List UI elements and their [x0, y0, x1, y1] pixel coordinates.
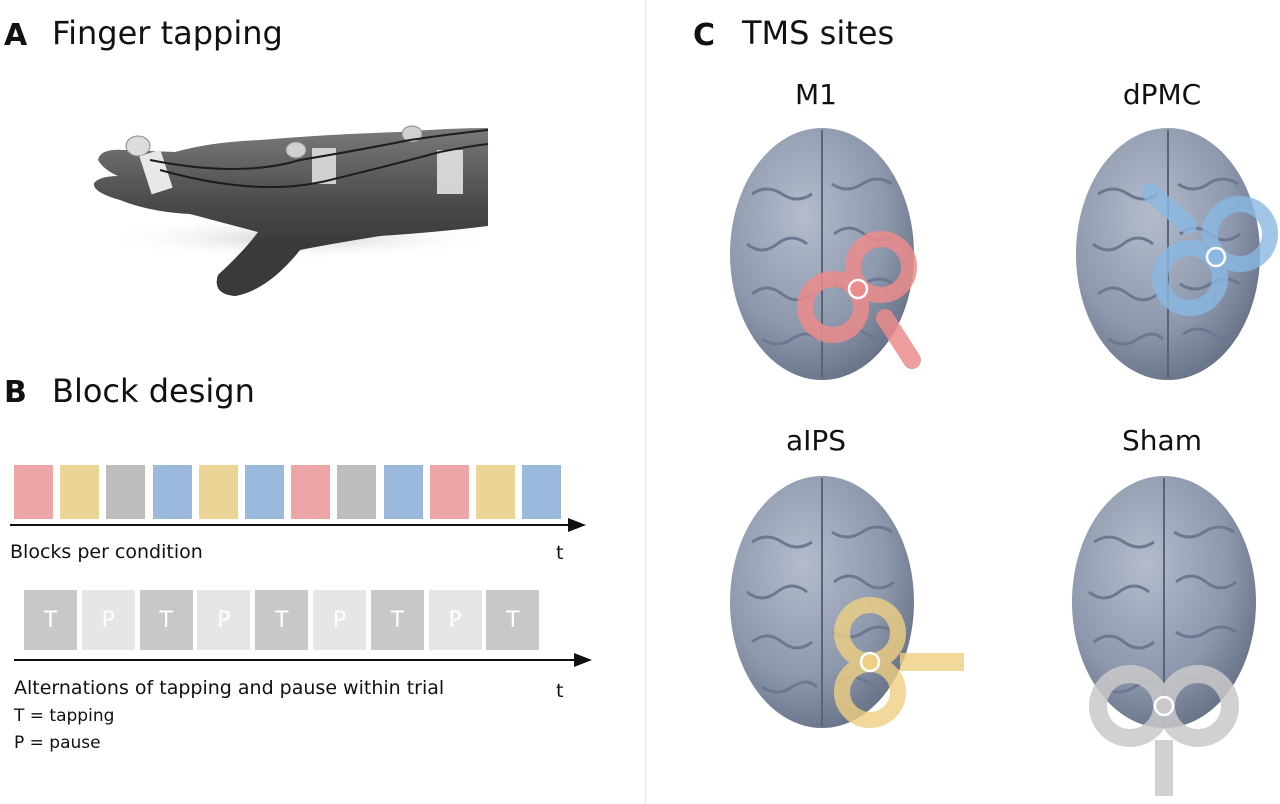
target-dot-m1 — [847, 278, 869, 300]
tapping-block: T — [24, 590, 77, 650]
target-dot-aips — [859, 651, 881, 673]
condition-block-blue — [245, 465, 284, 519]
panel-divider — [645, 0, 646, 804]
condition-block-red — [14, 465, 53, 519]
condition-block-gray — [337, 465, 377, 519]
coil-m1 — [797, 231, 921, 369]
condition-block-blue — [522, 465, 562, 519]
site-label-sham: Sham — [1122, 424, 1202, 457]
site-label-aips: aIPS — [785, 424, 847, 457]
legend-tapping: T = tapping — [14, 706, 115, 726]
panel-c-title: TMS sites — [742, 14, 895, 52]
panel-b-letter: B — [4, 375, 27, 410]
pause-block: P — [428, 590, 482, 650]
condition-block-red — [291, 465, 331, 519]
block-axis-label: t — [556, 542, 564, 564]
site-label-dpmc: dPMC — [1122, 78, 1202, 111]
condition-block-gray — [106, 465, 146, 519]
pause-block: P — [81, 590, 135, 650]
panel-c-letter: C — [693, 18, 716, 53]
trial-axis-label: t — [556, 680, 564, 702]
legend-pause: P = pause — [14, 733, 101, 753]
condition-block-blue — [383, 465, 423, 519]
tapping-block: T — [486, 590, 540, 650]
tapping-block: T — [139, 590, 193, 650]
condition-block-blue — [152, 465, 192, 519]
tapping-block: T — [370, 590, 424, 650]
tapping-block: T — [255, 590, 309, 650]
site-label-m1: M1 — [795, 78, 837, 111]
condition-block-yellow — [476, 465, 515, 519]
target-dot-sham — [1153, 695, 1175, 717]
condition-block-yellow — [198, 465, 238, 519]
coil-dpmc — [1141, 183, 1278, 316]
panel-b-title: Block design — [52, 372, 255, 410]
target-dot-dpmc — [1205, 246, 1227, 268]
brain-m1 — [730, 128, 914, 380]
panel-a-letter: A — [4, 18, 28, 53]
pause-block: P — [197, 590, 251, 650]
condition-block-red — [429, 465, 469, 519]
blocks-caption: Blocks per condition — [10, 541, 203, 563]
trial-caption: Alternations of tapping and pause within… — [14, 677, 445, 699]
pause-block: P — [313, 590, 366, 650]
condition-block-yellow — [60, 465, 100, 519]
panel-a-title: Finger tapping — [52, 14, 283, 52]
